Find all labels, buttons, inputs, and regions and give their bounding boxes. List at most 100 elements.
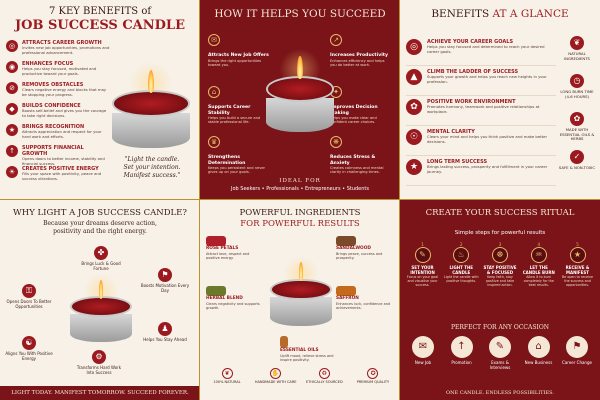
panel-how-it-helps: HOW IT HELPS YOU SUCCEED ✉ Attracts New …	[200, 0, 400, 200]
ideal-for-label: IDEAL FOR	[279, 178, 321, 184]
candle-tin	[270, 297, 332, 326]
ingredient-desc: Uplift mood, relieve stress and inspire …	[280, 353, 334, 362]
step-title: RECEIVE & MANIFEST	[565, 265, 590, 275]
promotion-icon: ↑	[450, 336, 473, 358]
orbit-label: Opens Doors To Better Opportunities	[6, 299, 52, 309]
occasion-label: New Job	[414, 360, 432, 365]
step-desc: Keep faith, stay positive and take inspi…	[485, 275, 515, 287]
panel5-title-1: POWERFUL INGREDIENTS	[239, 208, 361, 218]
panel5-title-2: FOR POWERFUL RESULTS	[240, 219, 360, 229]
hand-icon: ✋	[270, 368, 282, 379]
brain-icon: ☉	[406, 129, 422, 145]
step-title: LET THE CANDLE BURN	[522, 265, 555, 275]
divider	[199, 0, 200, 400]
panel3-title: BENEFITS AT A GLANCE	[400, 8, 600, 20]
focus-icon: ◉	[6, 61, 18, 73]
lotus-icon: ❋	[330, 136, 342, 148]
glance-title: MENTAL CLARITY	[427, 129, 475, 135]
occasion-label: Exams & Interviews	[489, 360, 511, 370]
ideal-for: IDEAL FOR Job Seekers • Professionals • …	[200, 178, 400, 192]
help-desc: Enhances efficiency and helps you do bet…	[330, 58, 385, 67]
panel-ingredients: POWERFUL INGREDIENTS FOR POWERFUL RESULT…	[200, 200, 400, 400]
quote-line: Manifest success."	[123, 172, 181, 179]
badge-label: LONG BURN TIME (4-6 HOURS)	[560, 89, 594, 99]
glance-desc: Clears your mind and helps you think pos…	[427, 134, 548, 144]
panel3-title-a: BENEFITS	[431, 8, 493, 20]
burn-icon: ♒	[530, 247, 547, 263]
step-desc: Allow it to burn completely for the best…	[523, 275, 554, 287]
feature-ethical: ♻ETHICALLY SOURCED	[301, 368, 347, 384]
ingredient-desc: Attract love, respect and positive energ…	[206, 251, 250, 260]
growth-icon: ↗	[330, 34, 342, 46]
feature-label: HANDMADE WITH CARE	[254, 380, 297, 384]
orbit-label: Helps You Stay Ahead	[143, 337, 187, 342]
step-desc: Light the candle with positive thoughts.	[443, 275, 479, 283]
occasion-item: ✉New Job	[406, 336, 440, 370]
glance-title: ACHIEVE YOUR CAREER GOALS	[427, 39, 514, 45]
trophy-icon: ★	[6, 124, 18, 136]
benefit-desc: Boosts self-belief and gives you the cou…	[22, 108, 107, 118]
glance-title: LONG TERM SUCCESS	[427, 159, 488, 165]
help-item: ⌂ Supports Career Stability Helps you bu…	[208, 86, 270, 125]
panel1-title-small: 7 KEY BENEFITS of	[48, 6, 152, 17]
flower-icon: ✿	[570, 112, 584, 126]
occasion-label: Career Change	[562, 360, 592, 365]
candle-wax	[270, 278, 332, 301]
help-item: ♛ Strengthens Determination Keeps you pe…	[208, 136, 270, 175]
flame-icon	[147, 70, 155, 94]
ladder-icon: ▲	[406, 69, 422, 85]
orbit-item: ⚙Transforms Hard Work Into Success	[74, 350, 124, 375]
candle-tin	[266, 97, 334, 132]
help-desc: Keeps you persistent and never gives up …	[208, 166, 266, 175]
occasion-label: Promotion	[451, 360, 472, 365]
help-desc: Helps you build a secure and stable prof…	[208, 116, 261, 125]
step-number: 4	[537, 242, 541, 247]
help-desc: Helps you make clear and confident caree…	[330, 116, 377, 125]
recycle-icon: ♻	[318, 368, 330, 379]
occasion-title: PERFECT FOR ANY OCCASION	[450, 324, 550, 331]
panel4-title: WHY LIGHT A JOB SUCCESS CANDLE?	[13, 208, 187, 218]
envelope-icon: ✉	[208, 34, 220, 46]
orbit-item: ✤Brings Luck & Good Fortune	[76, 246, 126, 271]
step-number: 1	[421, 242, 424, 247]
divider	[0, 199, 600, 200]
panel2-title: HOW IT HELPS YOU SUCCEED	[214, 8, 386, 20]
badge-label: NATURAL INGREDIENTS	[564, 51, 590, 61]
glance-desc: Brings lasting success, prosperity and f…	[427, 164, 548, 174]
benefit-title: BUILDS CONFIDENCE	[22, 103, 81, 109]
star-icon: ★	[569, 247, 586, 263]
chess-icon: ♟	[158, 322, 172, 336]
sandalwood-icon	[336, 236, 356, 246]
panel-key-benefits: 7 KEY BENEFITS of JOB SUCCESS CANDLE ◎ A…	[0, 0, 200, 200]
benefit-desc: Opens doors to better income, stability …	[22, 156, 105, 166]
ingredient-item: ESSENTIAL OILS Uplift mood, relieve stre…	[280, 336, 338, 362]
clock-icon: ◷	[570, 74, 584, 88]
panel4-subtitle: Because your dreams deserve action, posi…	[0, 220, 200, 236]
quality-features: ❦100% NATURAL ✋HANDMADE WITH CARE ♻ETHIC…	[204, 368, 396, 384]
panel4-footer: LIGHT TODAY. MANIFEST TOMORROW. SUCCEED …	[0, 386, 200, 400]
step-number: 3	[498, 242, 502, 247]
glance-desc: Promotes harmony, teamwork and positive …	[427, 104, 540, 114]
clover-icon: ✤	[94, 246, 108, 260]
benefit-title: SUPPORTS FINANCIAL GROWTH	[22, 145, 84, 157]
occasion-item: ↑ Promotion	[445, 336, 479, 370]
help-title: Reduces Stress & Anxiety	[330, 155, 376, 166]
candle-image	[266, 48, 334, 132]
badge-oils: ✿MADE WITH ESSENTIAL OILS & HERBS	[558, 112, 596, 150]
balance-icon: ☯	[22, 336, 36, 350]
ingredient-title: SAFFRON	[336, 296, 359, 301]
ideal-for-list: Job Seekers • Professionals • Entreprene…	[231, 186, 369, 192]
oil-bottle-icon	[280, 336, 288, 348]
candle-icon: ♨	[453, 247, 470, 263]
check-icon: ✓	[570, 150, 584, 164]
benefit-title: REMOVES OBSTACLES	[22, 82, 84, 88]
occasion-item: ✎Exams & Interviews	[483, 336, 517, 370]
feature-handmade: ✋HANDMADE WITH CARE	[253, 368, 299, 384]
